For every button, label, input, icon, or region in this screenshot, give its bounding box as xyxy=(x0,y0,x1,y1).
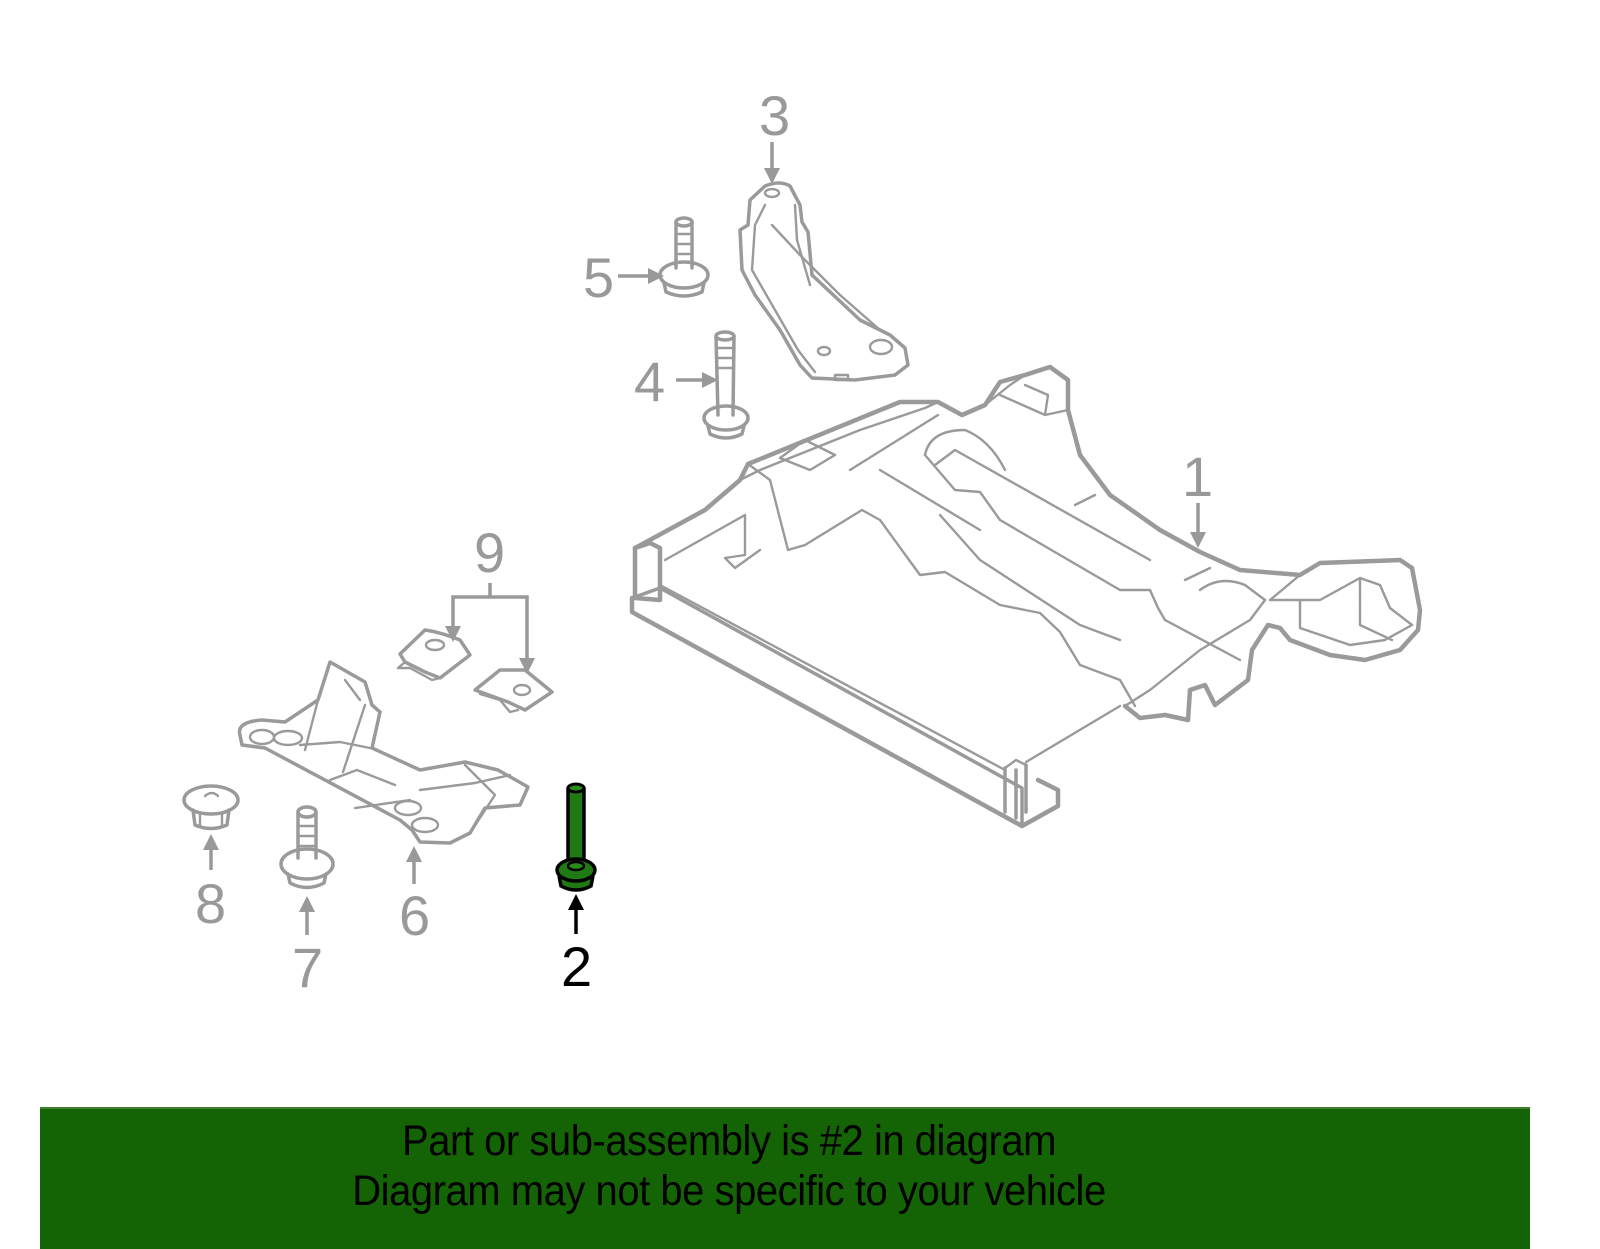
arrow-icon xyxy=(764,168,780,184)
arrow-icon xyxy=(203,834,219,850)
arrow-icon xyxy=(519,658,535,674)
part-3-bracket[interactable] xyxy=(738,181,910,382)
arrow-icon xyxy=(406,846,422,862)
callout-label-9: 9 xyxy=(474,521,505,584)
callout-label-6: 6 xyxy=(399,884,430,947)
callout-4[interactable]: 4 xyxy=(634,350,718,413)
parts-diagram: 1 3 5 4 xyxy=(182,84,1423,999)
part-9-clip-nuts[interactable] xyxy=(396,628,554,714)
arrow-icon xyxy=(299,896,315,912)
part-8-grommet[interactable] xyxy=(182,784,240,831)
callout-9[interactable]: 9 xyxy=(445,521,535,674)
callout-3[interactable]: 3 xyxy=(759,84,790,184)
arrow-icon xyxy=(1190,532,1206,548)
arrow-icon xyxy=(702,372,718,388)
banner-disclaimer: Diagram may not be specific to your vehi… xyxy=(352,1167,1106,1215)
callout-6[interactable]: 6 xyxy=(399,846,430,947)
arrow-icon xyxy=(648,268,664,284)
part-1-subframe[interactable] xyxy=(629,364,1423,829)
callout-5[interactable]: 5 xyxy=(583,246,664,309)
part-5-bolt[interactable] xyxy=(658,216,710,298)
callout-8[interactable]: 8 xyxy=(195,834,226,935)
callout-1[interactable]: 1 xyxy=(1182,445,1213,548)
callout-label-2: 2 xyxy=(561,935,592,998)
arrow-icon xyxy=(568,894,584,910)
callout-label-7: 7 xyxy=(292,936,323,999)
callout-label-4: 4 xyxy=(634,350,665,413)
callout-label-1: 1 xyxy=(1182,445,1213,508)
banner-part-note: Part or sub-assembly is #2 in diagram xyxy=(401,1117,1057,1165)
callout-label-3: 3 xyxy=(759,84,790,147)
callout-label-5: 5 xyxy=(583,246,614,309)
callout-7[interactable]: 7 xyxy=(292,896,323,999)
part-7-bolt[interactable] xyxy=(279,805,335,890)
part-6-plate[interactable] xyxy=(237,660,530,845)
callout-2[interactable]: 2 xyxy=(561,894,592,998)
part-2-bolt-highlighted[interactable] xyxy=(555,782,597,892)
arrow-icon xyxy=(445,626,461,642)
part-4-bolt[interactable] xyxy=(702,330,750,440)
callout-label-8: 8 xyxy=(195,872,226,935)
info-banner: Part or sub-assembly is #2 in diagram Di… xyxy=(40,1107,1530,1249)
